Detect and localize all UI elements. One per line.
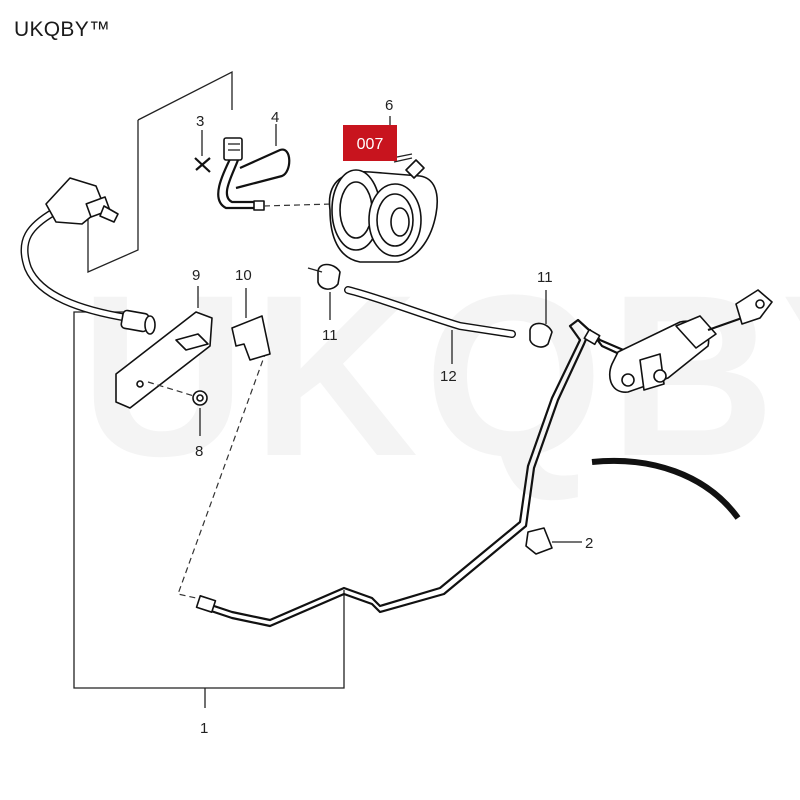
part-highlight-badge — [343, 125, 397, 161]
nut-8 — [147, 381, 208, 436]
callout-3: 3 — [196, 113, 204, 130]
retaining-clip-3 — [194, 130, 211, 173]
callout-10: 10 — [235, 267, 252, 284]
pipe-4 — [217, 124, 333, 211]
push-clip-2 — [525, 527, 582, 555]
bracket-10 — [231, 288, 271, 361]
callout-2: 2 — [585, 535, 593, 552]
callout-11-left: 11 — [322, 327, 338, 344]
callout-12: 12 — [440, 368, 457, 385]
clamp-11-left — [307, 263, 341, 320]
callout-6: 6 — [385, 97, 393, 114]
part-highlight-label: 007 — [357, 136, 384, 153]
brand-logo-text: UKQBY™ — [14, 18, 111, 41]
body-panel-line — [591, 457, 741, 520]
clamp-11-right — [529, 290, 553, 348]
callout-9: 9 — [192, 267, 200, 284]
callout-1: 1 — [200, 720, 208, 737]
callout-8: 8 — [195, 443, 203, 460]
hose-12 — [344, 286, 516, 364]
rigid-pipe — [195, 318, 629, 628]
dash-guide-lower — [177, 335, 269, 601]
watermark: UKQBY™ — [80, 247, 800, 504]
release-bearing-007 — [328, 116, 438, 263]
mounting-plate-9 — [115, 286, 213, 409]
upper-bracket-left — [87, 120, 139, 273]
upper-bracket — [137, 70, 233, 121]
clutch-hose — [20, 177, 156, 335]
master-cylinder — [608, 289, 773, 393]
callout-11-right: 11 — [537, 269, 553, 286]
callout-4: 4 — [271, 109, 279, 126]
